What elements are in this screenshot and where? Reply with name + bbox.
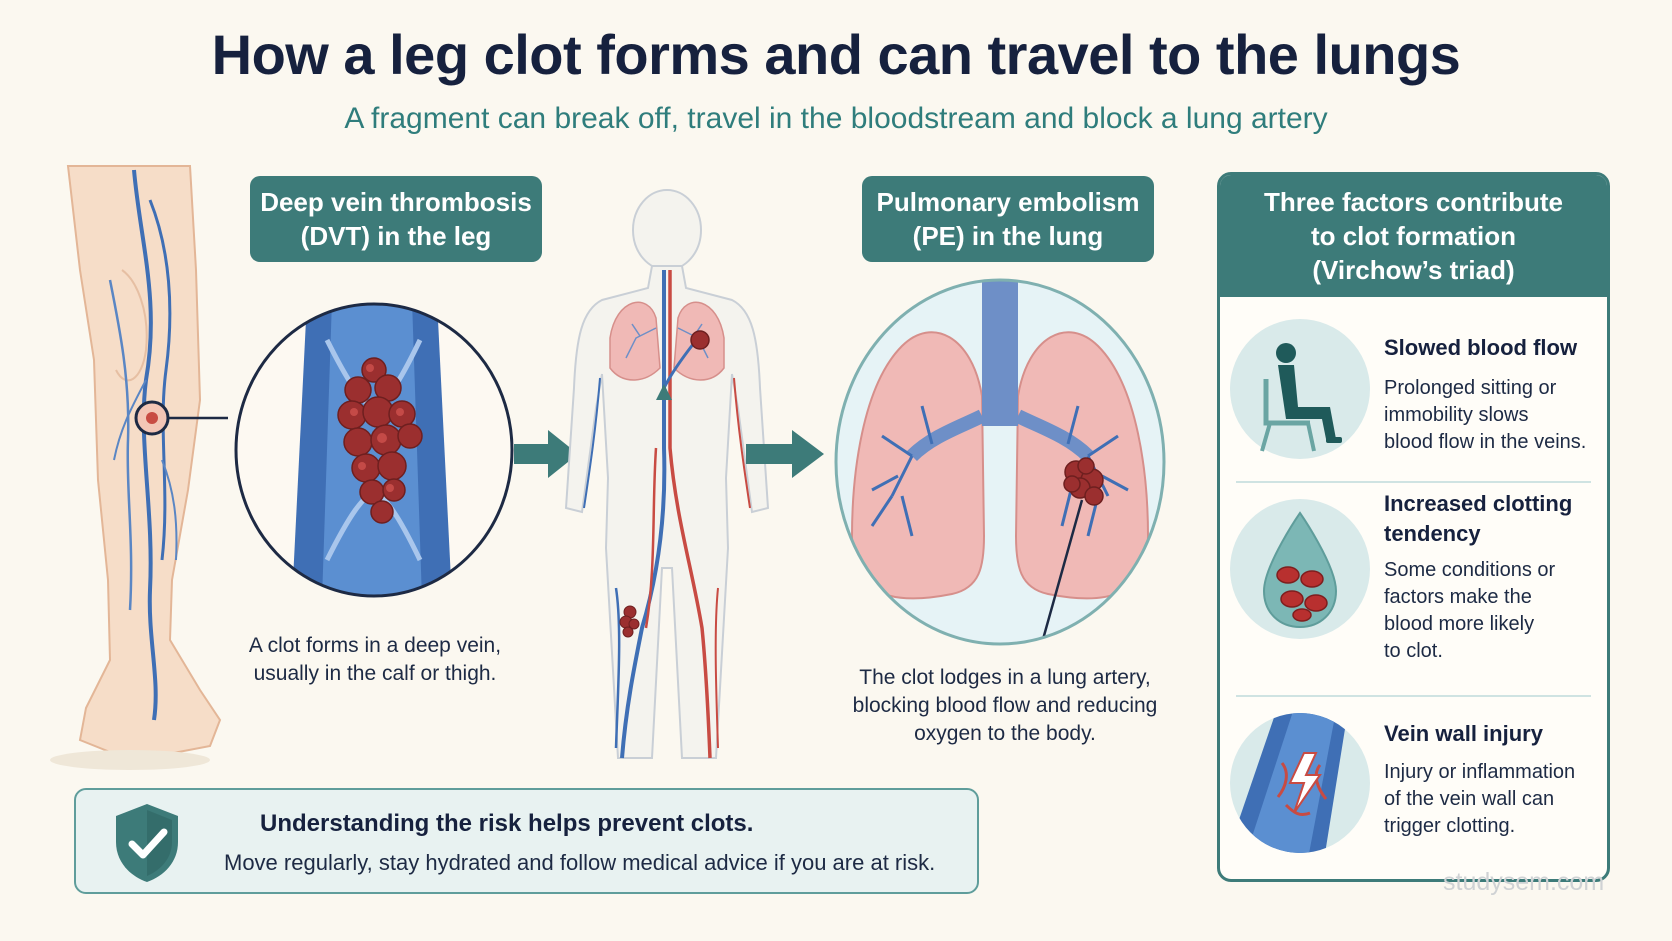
flow-arrow-right-icon — [746, 430, 824, 478]
factor-desc-line: to clot. — [1384, 640, 1443, 662]
factor-desc-line: of the vein wall can — [1384, 788, 1555, 810]
factor-desc: Some conditions or factors make the bloo… — [1384, 557, 1599, 665]
triad-header-line1: Three factors contribute — [1263, 187, 1564, 217]
factor-title: Increased clotting tendency — [1384, 489, 1572, 549]
triad-header-line2: to clot formation — [1310, 221, 1517, 251]
factor-desc-line: factors make the — [1384, 586, 1532, 608]
factor-desc: Injury or inflammation of the vein wall … — [1384, 759, 1599, 840]
dvt-caption-line2: usually in the calf or thigh. — [253, 662, 497, 685]
factor-vein-injury: Vein wall injury Injury or inflammation … — [1220, 697, 1607, 877]
factor-title: Vein wall injury — [1384, 721, 1543, 746]
blood-drop-icon — [1230, 499, 1370, 639]
risk-prevention-box: Understanding the risk helps prevent clo… — [74, 788, 979, 894]
pe-caption-line3: oxygen to the body. — [914, 722, 1096, 745]
triad-header: Three factors contribute to clot formati… — [1220, 175, 1607, 297]
factor-title: Slowed blood flow — [1384, 335, 1578, 360]
factor-desc-line: Prolonged sitting or — [1384, 377, 1557, 399]
risk-description: Move regularly, stay hydrated and follow… — [224, 850, 936, 875]
pe-caption-line1: The clot lodges in a lung artery, — [859, 666, 1151, 689]
flow-arrow-right-icon — [514, 430, 578, 478]
pe-label-line2: (PE) in the lung — [912, 221, 1104, 251]
risk-title: Understanding the risk helps prevent clo… — [260, 810, 754, 837]
factor-title-line: Increased clotting — [1384, 491, 1573, 516]
factor-desc: Prolonged sitting or immobility slows bl… — [1384, 375, 1599, 456]
factor-desc-line: trigger clotting. — [1384, 815, 1516, 837]
factor-desc-line: Injury or inflammation — [1384, 761, 1576, 783]
factor-desc-line: blood flow in the veins. — [1384, 431, 1587, 453]
injured-vein-icon — [1230, 713, 1370, 853]
factor-title-line: tendency — [1384, 521, 1481, 546]
dvt-vein-closeup — [234, 302, 514, 598]
leg-illustration — [50, 165, 228, 770]
factor-desc-line: Some conditions or — [1384, 559, 1556, 581]
dvt-label-line1: Deep vein thrombosis — [260, 187, 532, 217]
dvt-caption: A clot forms in a deep vein, usually in … — [210, 632, 540, 688]
pe-label-line1: Pulmonary embolism — [876, 187, 1140, 217]
factor-clotting-tendency: Increased clotting tendency Some conditi… — [1220, 483, 1607, 683]
page-subtitle: A fragment can break off, travel in the … — [344, 102, 1328, 135]
virchows-triad-panel: Three factors contribute to clot formati… — [1217, 172, 1610, 882]
seated-person-icon — [1230, 319, 1370, 459]
shield-check-icon — [116, 804, 178, 882]
watermark: studysem.com — [1443, 868, 1605, 896]
factor-divider — [1236, 695, 1591, 697]
page-title: How a leg clot forms and can travel to t… — [211, 23, 1461, 86]
pe-caption: The clot lodges in a lung artery, blocki… — [810, 664, 1200, 748]
pe-label: Pulmonary embolism (PE) in the lung — [862, 176, 1154, 262]
body-circulation-illustration — [564, 189, 770, 759]
dvt-caption-line1: A clot forms in a deep vein, — [248, 634, 502, 657]
pe-caption-line2: blocking blood flow and reducing — [852, 694, 1158, 717]
factor-desc-line: immobility slows — [1384, 404, 1529, 426]
factor-divider — [1236, 481, 1591, 483]
dvt-label: Deep vein thrombosis (DVT) in the leg — [250, 176, 542, 262]
triad-header-line3: (Virchow’s triad) — [1312, 255, 1515, 285]
dvt-label-line2: (DVT) in the leg — [300, 221, 492, 251]
factor-slowed-flow: Slowed blood flow Prolonged sitting or i… — [1220, 297, 1607, 477]
pe-lung-closeup — [834, 278, 1166, 646]
body-clot-lung-marker — [690, 330, 710, 350]
factor-desc-line: blood more likely — [1384, 613, 1535, 635]
